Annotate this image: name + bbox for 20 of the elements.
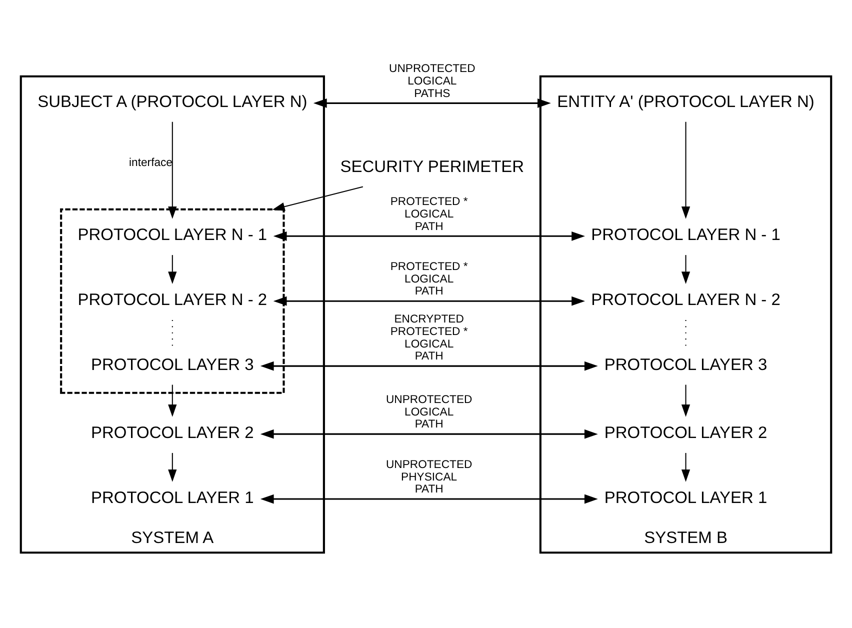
node-text: SUBJECT A (PROTOCOL LAYER N) bbox=[38, 92, 308, 111]
node-text: PROTOCOL LAYER N - 1 bbox=[78, 226, 268, 244]
node-text: PROTOCOL LAYER N - 2 bbox=[591, 290, 780, 309]
node-text: PROTOCOL LAYER 1 bbox=[604, 488, 768, 506]
edge-label: UNPROTECTED PHYSICAL PATH bbox=[386, 458, 472, 496]
node-text: ENTITY A' (PROTOCOL LAYER N) bbox=[557, 92, 814, 111]
edge-label: PROTECTED * LOGICAL PATH bbox=[390, 260, 468, 298]
node-text: PROTOCOL LAYER 3 bbox=[91, 355, 254, 374]
node-text: PROTOCOL LAYER N - 1 bbox=[591, 226, 780, 244]
node-text: PROTOCOL LAYER 3 bbox=[604, 355, 768, 374]
node-text: PROTOCOL LAYER 2 bbox=[604, 424, 768, 442]
edge-label: interface bbox=[129, 156, 172, 168]
node-text: SECURITY PERIMETER bbox=[340, 158, 524, 176]
node-text: PROTOCOL LAYER N - 2 bbox=[78, 290, 268, 309]
node-text: PROTOCOL LAYER 1 bbox=[91, 488, 254, 506]
node-text: PROTOCOL LAYER 2 bbox=[91, 424, 254, 442]
edge-label: PROTECTED * LOGICAL PATH bbox=[390, 196, 468, 232]
edge-label: UNPROTECTED LOGICAL PATHS bbox=[389, 62, 476, 100]
edge-label: UNPROTECTED LOGICAL PATH bbox=[386, 393, 472, 430]
edge-label: ENCRYPTED PROTECTED * LOGICAL PATH bbox=[390, 313, 468, 362]
